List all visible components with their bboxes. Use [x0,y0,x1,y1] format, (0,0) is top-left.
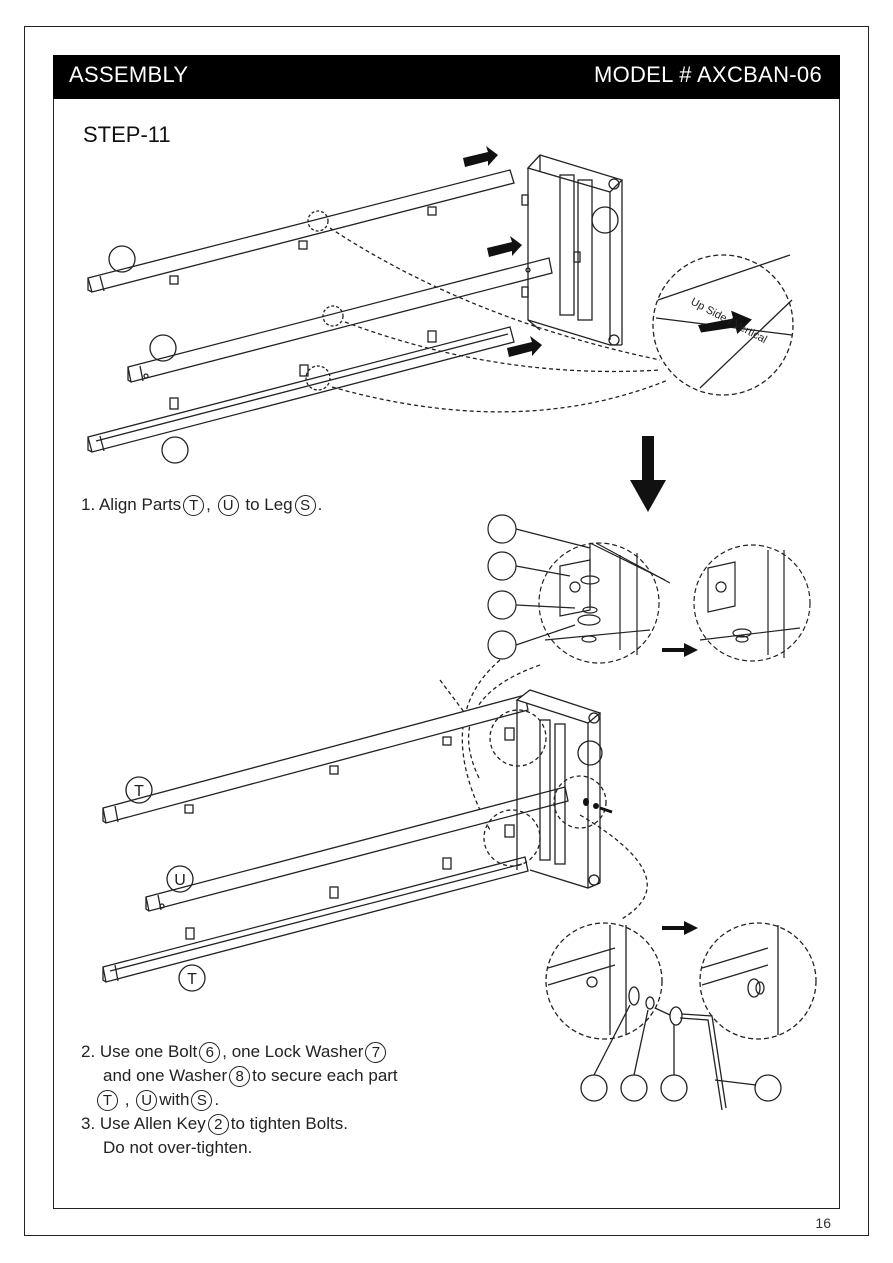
part-s-badge: S [294,495,316,517]
hardware-detail [487,514,811,664]
instruction-2-comma: , [124,1090,130,1109]
bolt-insert-marker [583,798,613,814]
instruction-2-suffix: to secure each part [252,1066,398,1085]
part-u-badge: U [217,495,239,517]
instruction-2-with: with [159,1090,190,1109]
rail-bottom-t-1 [102,694,529,824]
lock-washer-badge: 7 [365,1042,387,1064]
instruction-2-end: . [214,1090,220,1109]
instruction-2-mid: , one Lock Washer [222,1042,364,1061]
result-arrow-1 [662,643,698,657]
model-number: MODEL # AXCBAN-06 [593,62,822,87]
bottom-hardware-detail [545,922,817,1111]
detail-up-side [652,254,794,396]
result-arrow-2 [662,921,698,935]
instruction-2-text: 2. Use one Bolt [81,1042,198,1061]
instruction-3-text: 3. Use Allen Key [81,1114,206,1133]
page-number: 16 [815,1215,831,1231]
label-t-bottom: T [187,971,197,988]
instruction-1-text: 1. Align Parts [81,495,182,514]
label-u: U [174,872,186,889]
allen-key-badge: 2 [207,1114,229,1136]
part-u-badge-2: U [136,1090,158,1112]
down-arrow [630,436,666,512]
label-t-top: T [134,783,144,800]
push-arrows [463,146,752,357]
step-title: STEP-11 [83,122,171,147]
header-bar: ASSEMBLY MODEL # AXCBAN-06 [53,55,840,99]
part-t-badge: T [183,495,205,517]
rail-top-3 [87,326,515,453]
rail-top-2 [127,257,553,383]
detail-label: Up Side / Vertical [689,296,769,346]
leg-frame-top [521,154,624,346]
part-t-badge-2: T [97,1090,118,1112]
instruction-2-washer-text: and one Washer [103,1066,228,1085]
rail-bottom-u [145,786,569,940]
rail-top-1 [87,169,515,293]
bolt-badge: 6 [199,1042,221,1064]
instruction-1-mid: to Leg [245,495,293,514]
washer-badge: 8 [229,1066,251,1088]
part-s-badge-2: S [191,1090,213,1112]
rail-bottom-t-2 [102,856,529,983]
leg-frame-bottom [483,689,607,889]
page-outer-border [24,26,869,1236]
instruction-3-suffix: to tighten Bolts. [230,1114,348,1133]
instruction-1-comma: , [206,495,211,514]
section-title: ASSEMBLY [69,62,189,87]
instruction-3-line-2: Do not over-tighten. [103,1138,253,1157]
instruction-1-end: . [317,495,323,514]
